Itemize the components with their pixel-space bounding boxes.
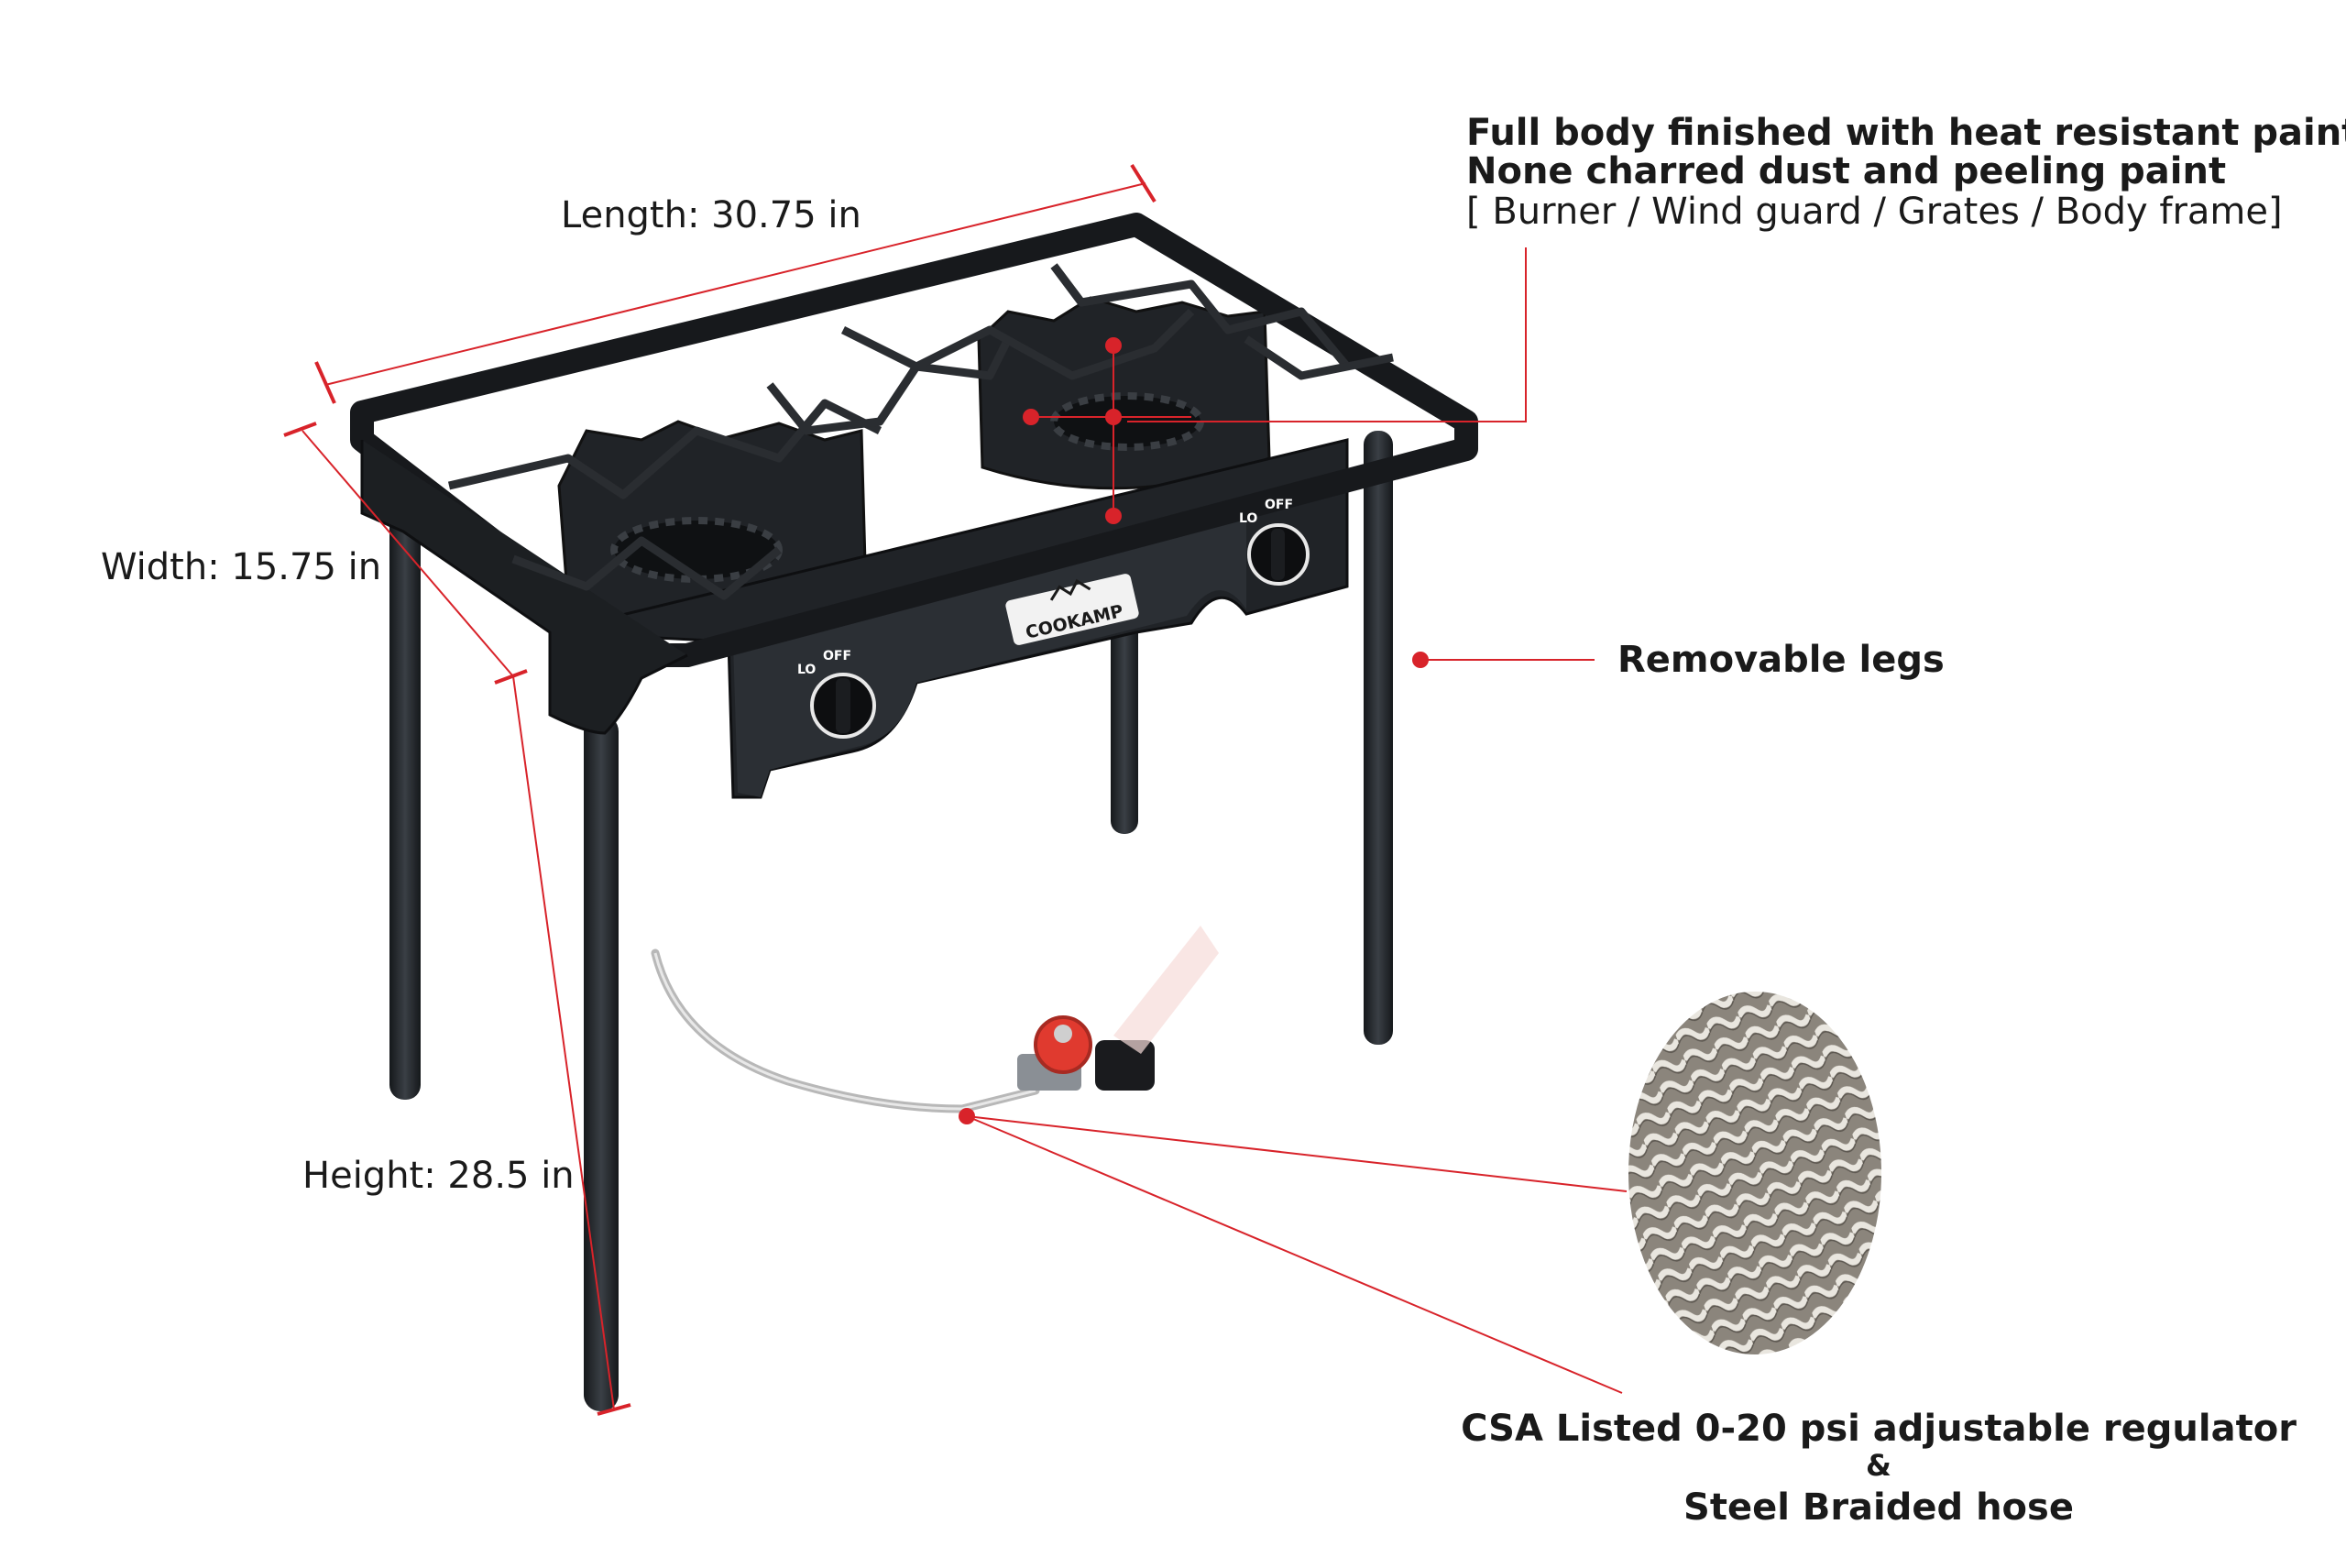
dust-cap [1113, 926, 1219, 1054]
knob-left-lo-text: LO [797, 663, 816, 677]
leg-back-right [1364, 431, 1393, 1045]
regulator-line3: Steel Braided hose [1683, 1486, 2074, 1529]
length-label: Length: 30.75 in [561, 194, 861, 236]
height-label: Height: 28.5 in [302, 1155, 575, 1197]
grates [447, 263, 1394, 600]
knob-left-off-text: OFF [823, 649, 851, 663]
leg-front-right [584, 715, 619, 1411]
paint-feature-line1: Full body finished with heat resistant p… [1466, 112, 2346, 154]
removable-legs-label: Removable legs [1617, 639, 1945, 681]
paint-feature-line2: None charred dust and peeling paint [1466, 150, 2227, 192]
braided-hose-closeup [1627, 990, 1883, 1356]
width-line [301, 430, 514, 677]
regulator-line2: & [1866, 1448, 1891, 1483]
knob-right-lo-text: LO [1239, 511, 1257, 526]
knob-right-off-text: OFF [1265, 498, 1293, 512]
stove: OFF LO OFF LO COOKAMP [350, 213, 1478, 1411]
regulator-red-dial[interactable] [1034, 1015, 1092, 1074]
length-line [324, 182, 1146, 386]
knob-right[interactable]: OFF LO [1239, 498, 1310, 586]
paint-feature-line3: [ Burner / Wind guard / Grates / Body fr… [1466, 191, 2283, 233]
steel-hose [651, 948, 1040, 1113]
height-line [512, 675, 615, 1410]
regulator-line1: CSA Listed 0-20 psi adjustable regulator [1461, 1408, 2297, 1450]
knob-left[interactable]: OFF LO [797, 649, 876, 739]
width-label: Width: 15.75 in [101, 546, 382, 588]
leg-back-left [1111, 596, 1138, 834]
tank-nut [1095, 1040, 1155, 1091]
dimension-lines [283, 163, 1157, 1416]
leg-front-left [389, 495, 421, 1100]
frame-skirt [360, 440, 688, 735]
annotation-leaders [966, 247, 1628, 1394]
annotation-dots [959, 337, 1429, 1124]
hose-assembly [651, 926, 1219, 1113]
